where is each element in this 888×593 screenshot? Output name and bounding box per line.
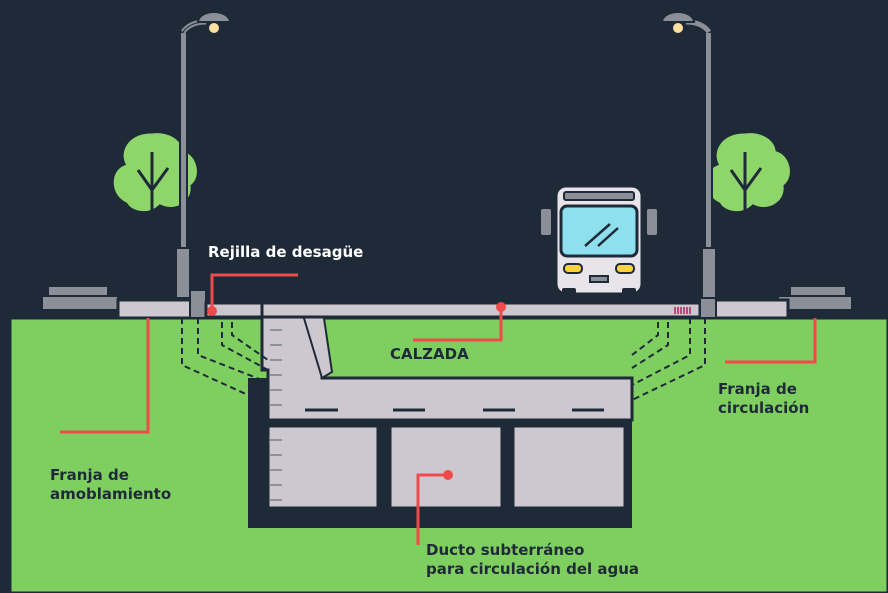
- street-lamp-icon: [660, 11, 717, 299]
- label-franja-amoblamiento: Franja de amoblamiento: [50, 466, 172, 503]
- duct-cell-3: [511, 424, 627, 510]
- tree-icon: [703, 130, 793, 300]
- label-ducto: Ducto subterráneo para circulación del a…: [426, 541, 640, 578]
- callout-lines: [60, 273, 817, 545]
- bus-icon: [539, 184, 659, 300]
- callout-dots: [207, 302, 506, 480]
- label-rejilla: Rejilla de desagüe: [208, 243, 364, 261]
- duct-cell-2: [388, 424, 504, 510]
- street-lamp-icon: [175, 11, 232, 299]
- label-calzada: CALZADA: [390, 345, 469, 363]
- road-surface: [204, 301, 702, 319]
- drain-pipes: [181, 312, 706, 401]
- duct-cell-1: [266, 424, 380, 510]
- drain-grate-icon: [674, 307, 691, 314]
- sidewalk-left: [41, 285, 264, 320]
- underground-duct: [248, 303, 634, 528]
- label-franja-circulacion: Franja de circulación: [718, 380, 810, 417]
